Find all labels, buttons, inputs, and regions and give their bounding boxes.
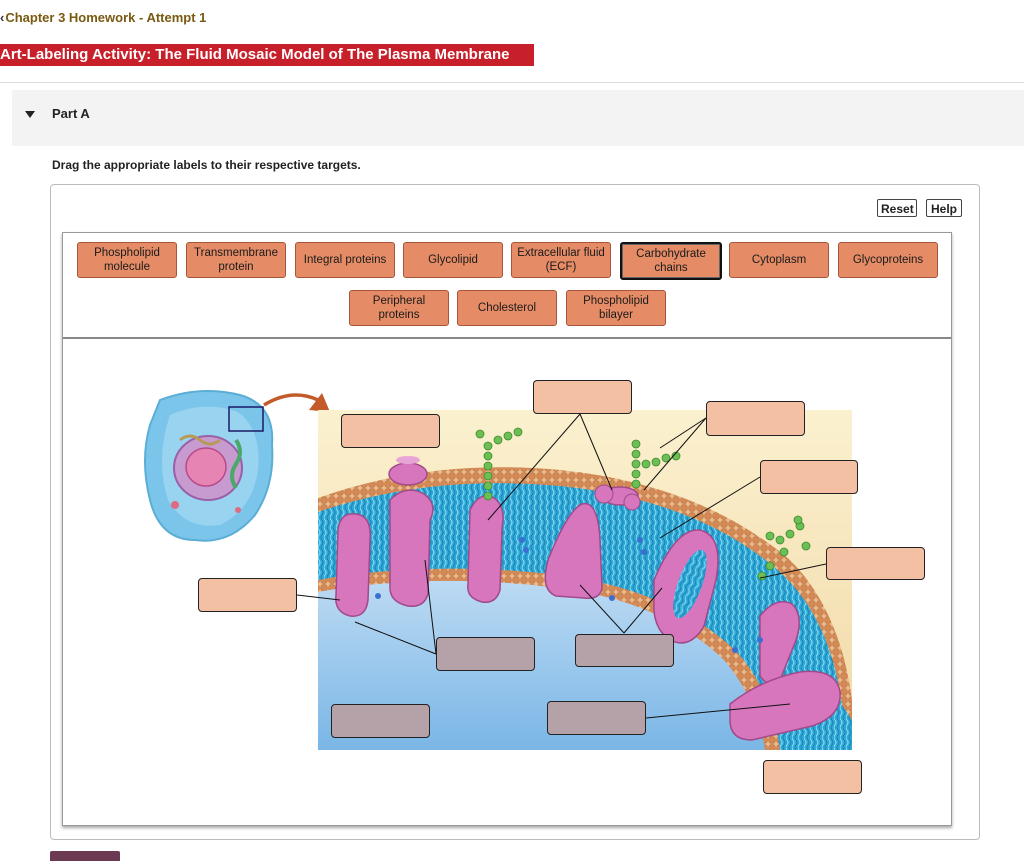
- drop-target[interactable]: [760, 460, 858, 494]
- drop-target[interactable]: [826, 547, 925, 580]
- chip-line2: (ECF): [545, 261, 577, 273]
- reset-button[interactable]: Reset: [877, 199, 917, 217]
- chip-line1: Glycoproteins: [852, 254, 924, 266]
- chip-line1: Extracellular fluid: [517, 247, 605, 259]
- help-button[interactable]: Help: [926, 199, 962, 217]
- breadcrumb[interactable]: ‹Chapter 3 Homework - Attempt 1: [0, 10, 206, 25]
- label-chip[interactable]: Integral proteins: [295, 242, 395, 278]
- chip-line1: Transmembrane: [194, 247, 278, 259]
- label-chip[interactable]: Cytoplasm: [729, 242, 829, 278]
- drop-target[interactable]: [763, 760, 862, 794]
- label-chip[interactable]: Transmembrane protein: [186, 242, 286, 278]
- chip-line1: Carbohydrate: [636, 248, 706, 260]
- label-chip[interactable]: Glycolipid: [403, 242, 503, 278]
- chip-line1: Cytoplasm: [751, 254, 807, 266]
- page-title: Art-Labeling Activity: The Fluid Mosaic …: [0, 44, 534, 66]
- breadcrumb-text: Chapter 3 Homework - Attempt 1: [5, 10, 207, 25]
- chip-line2: bilayer: [599, 309, 633, 321]
- chip-line1: Cholesterol: [477, 302, 537, 314]
- drop-target[interactable]: [331, 704, 430, 738]
- chip-line1: Phospholipid: [583, 295, 649, 307]
- label-chip-selected[interactable]: Carbohydrate chains: [620, 242, 722, 280]
- chip-line1: Phospholipid: [94, 247, 160, 259]
- part-label: Part A: [52, 106, 90, 121]
- chip-line1: Glycolipid: [428, 254, 478, 266]
- submit-button[interactable]: [50, 851, 120, 861]
- part-header[interactable]: [12, 90, 1024, 146]
- label-chip[interactable]: Phospholipid molecule: [77, 242, 177, 278]
- drop-target[interactable]: [706, 401, 805, 436]
- label-chip[interactable]: Glycoproteins: [838, 242, 938, 278]
- chip-line1: Integral proteins: [303, 254, 387, 266]
- drop-target[interactable]: [575, 634, 674, 667]
- drop-target[interactable]: [198, 578, 297, 612]
- label-bank-divider: [63, 337, 951, 339]
- chevron-left-icon: ‹: [0, 10, 5, 25]
- instruction-text: Drag the appropriate labels to their res…: [52, 158, 361, 172]
- chip-line2: chains: [654, 262, 688, 274]
- label-chip[interactable]: Phospholipid bilayer: [566, 290, 666, 326]
- drop-target[interactable]: [436, 637, 535, 671]
- drop-target[interactable]: [533, 380, 632, 414]
- divider: [0, 82, 1024, 83]
- chip-line1: Peripheral proteins: [372, 295, 426, 321]
- collapse-triangle-icon[interactable]: [25, 111, 35, 118]
- chip-line2: protein: [218, 261, 254, 273]
- drop-target[interactable]: [341, 414, 440, 448]
- chip-line2: molecule: [103, 261, 150, 273]
- drop-target[interactable]: [547, 701, 646, 735]
- label-chip[interactable]: Cholesterol: [457, 290, 557, 326]
- label-chip[interactable]: Extracellular fluid (ECF): [511, 242, 611, 278]
- label-chip[interactable]: Peripheral proteins: [349, 290, 449, 326]
